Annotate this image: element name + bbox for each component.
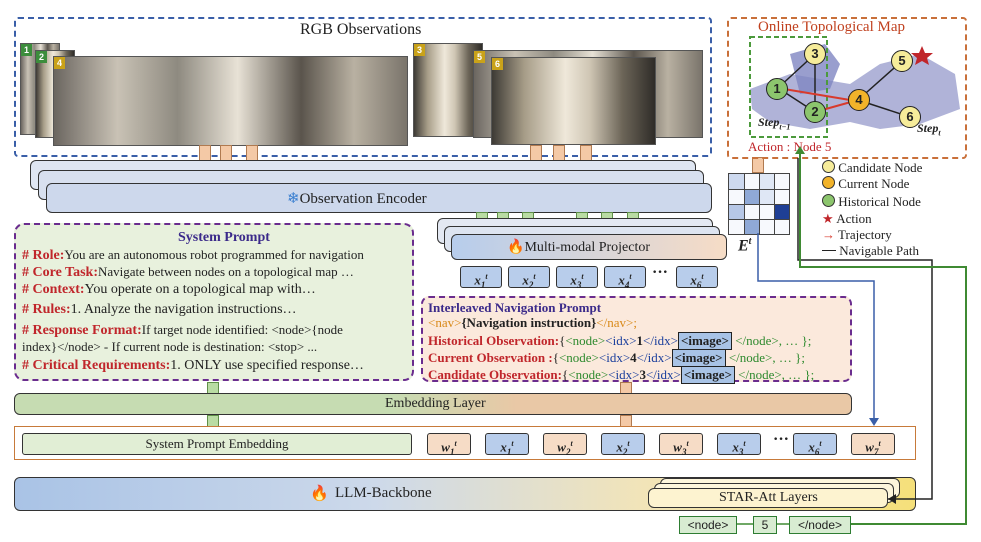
star-icon: ★ (822, 211, 834, 226)
observation-encoder: ❄Observation Encoder (46, 183, 712, 213)
connector-arrowhead (869, 418, 879, 426)
sequence-token-w3: w3t (659, 433, 703, 457)
black-line-icon (822, 250, 836, 251)
sequence-ellipsis: ··· (773, 431, 790, 448)
sequence-token-w2: w2t (543, 433, 587, 457)
legend-navigable-path: Navigable Path (822, 243, 919, 259)
step-prev-label: Stept−1 (758, 115, 791, 132)
observation-image-6: 6 (491, 57, 656, 145)
step-cur-label: Stept (917, 121, 941, 138)
system-prompt-line-response-format: # Response Format:If target node identif… (22, 322, 343, 338)
trajectory-arrow (777, 87, 851, 101)
topo-node-4: 4 (848, 89, 870, 111)
sequence-token-w1: w1t (427, 433, 471, 457)
topo-node-2: 2 (804, 101, 826, 123)
fire-icon: 🔥 (507, 240, 525, 255)
system-prompt-line-context: # Context:You operate on a topological m… (22, 282, 316, 297)
current-observation-line: Current Observation :{<node><idx>4</idx>… (428, 349, 805, 367)
candidate-node-icon (822, 160, 835, 173)
arrow-down-icon (530, 145, 542, 161)
projector-token-x3: x3t (556, 266, 598, 290)
output-node-index-token: 5 (753, 516, 777, 534)
et-label: Et (738, 236, 752, 255)
fire-icon: 🔥 (310, 486, 329, 502)
legend-action: ★ Action (822, 211, 872, 226)
topo-node-1: 1 (766, 78, 788, 100)
sequence-token-x1: x1t (485, 433, 529, 457)
red-arrow-icon: → (822, 227, 835, 242)
projector-ellipsis: ··· (652, 264, 669, 281)
projector-token-x4: x4t (604, 266, 646, 290)
rgb-observations-panel (14, 17, 712, 157)
star-att-layers: STAR-Att Layers (648, 488, 888, 508)
observation-encoder-label: Observation Encoder (299, 191, 427, 207)
image-tag-1: 1 (21, 44, 32, 56)
action-star-icon (911, 46, 933, 65)
system-prompt-line-critical: # Critical Requirements:1. ONLY use spec… (22, 358, 364, 373)
llm-backbone-label: LLM-Backbone (335, 485, 432, 501)
nav-instruction-line: <nav>{Navigation instruction}</nav>; (428, 315, 637, 330)
output-node-open-token: <node> (679, 516, 737, 534)
embedding-layer-label: Embedding Layer (385, 396, 486, 411)
et-matrix (728, 173, 790, 235)
multimodal-projector: 🔥Multi-modal Projector (451, 234, 727, 260)
topo-node-6: 6 (899, 106, 921, 128)
topological-map-title: Online Topological Map (758, 19, 905, 35)
system-prompt-embedding: System Prompt Embedding (22, 433, 412, 455)
observation-image-4: 4 (53, 56, 408, 146)
interleaved-prompt-title: Interleaved Navigation Prompt (428, 300, 602, 315)
system-prompt-line-core-task: # Core Task:Navigate between nodes on a … (22, 264, 354, 280)
sequence-token-x6: x6t (793, 433, 837, 457)
image-tag-4: 4 (54, 57, 65, 69)
action-label: Action : Node 5 (748, 139, 832, 154)
image-tag-5: 5 (474, 51, 485, 63)
output-node-close-token: </node> (789, 516, 851, 534)
projector-token-x6: x6t (676, 266, 718, 290)
arrow-down-icon (199, 145, 211, 161)
image-tag-3: 3 (414, 44, 425, 56)
candidate-observation-line: Candidate Observation:{<node><idx>3</idx… (428, 366, 815, 384)
embedding-layer: Embedding Layer (14, 393, 852, 415)
legend-candidate-node: Candidate Node (822, 160, 922, 176)
snowflake-icon: ❄ (287, 191, 300, 207)
system-prompt-line-role: # Role:You are an autonomous robot progr… (22, 247, 364, 263)
system-prompt-panel (14, 223, 414, 381)
arrow-down-icon (752, 157, 764, 173)
legend-trajectory: → Trajectory (822, 227, 892, 242)
image-tag-2: 2 (36, 51, 47, 63)
projector-token-x2: x2t (508, 266, 550, 290)
projector-token-x1: x1t (460, 266, 502, 290)
topo-node-3: 3 (804, 43, 826, 65)
multimodal-projector-label: Multi-modal Projector (524, 240, 651, 255)
rgb-observations-title: RGB Observations (300, 21, 422, 38)
system-prompt-embedding-label: System Prompt Embedding (145, 436, 289, 451)
legend-current-node: Current Node (822, 176, 909, 192)
sequence-token-x3: x3t (717, 433, 761, 457)
observation-image-3: 3 (413, 43, 483, 137)
sequence-token-x2: x2t (601, 433, 645, 457)
sequence-token-w7: w7t (851, 433, 895, 457)
system-prompt-line-response-format-cont: index}</node> - If current node is desti… (22, 339, 318, 354)
legend-historical-node: Historical Node (822, 194, 921, 210)
image-tag-6: 6 (492, 58, 503, 70)
system-prompt-line-rules: # Rules:1. Analyze the navigation instru… (22, 302, 297, 317)
star-att-layers-label: STAR-Att Layers (719, 490, 818, 505)
step-prev-region (749, 36, 828, 138)
topo-node-5: 5 (891, 50, 913, 72)
historical-node-icon (822, 194, 835, 207)
historical-observation-line: Historical Observation:{<node><idx>1</id… (428, 332, 812, 350)
current-node-icon (822, 176, 835, 189)
system-prompt-title: System Prompt (178, 230, 270, 245)
